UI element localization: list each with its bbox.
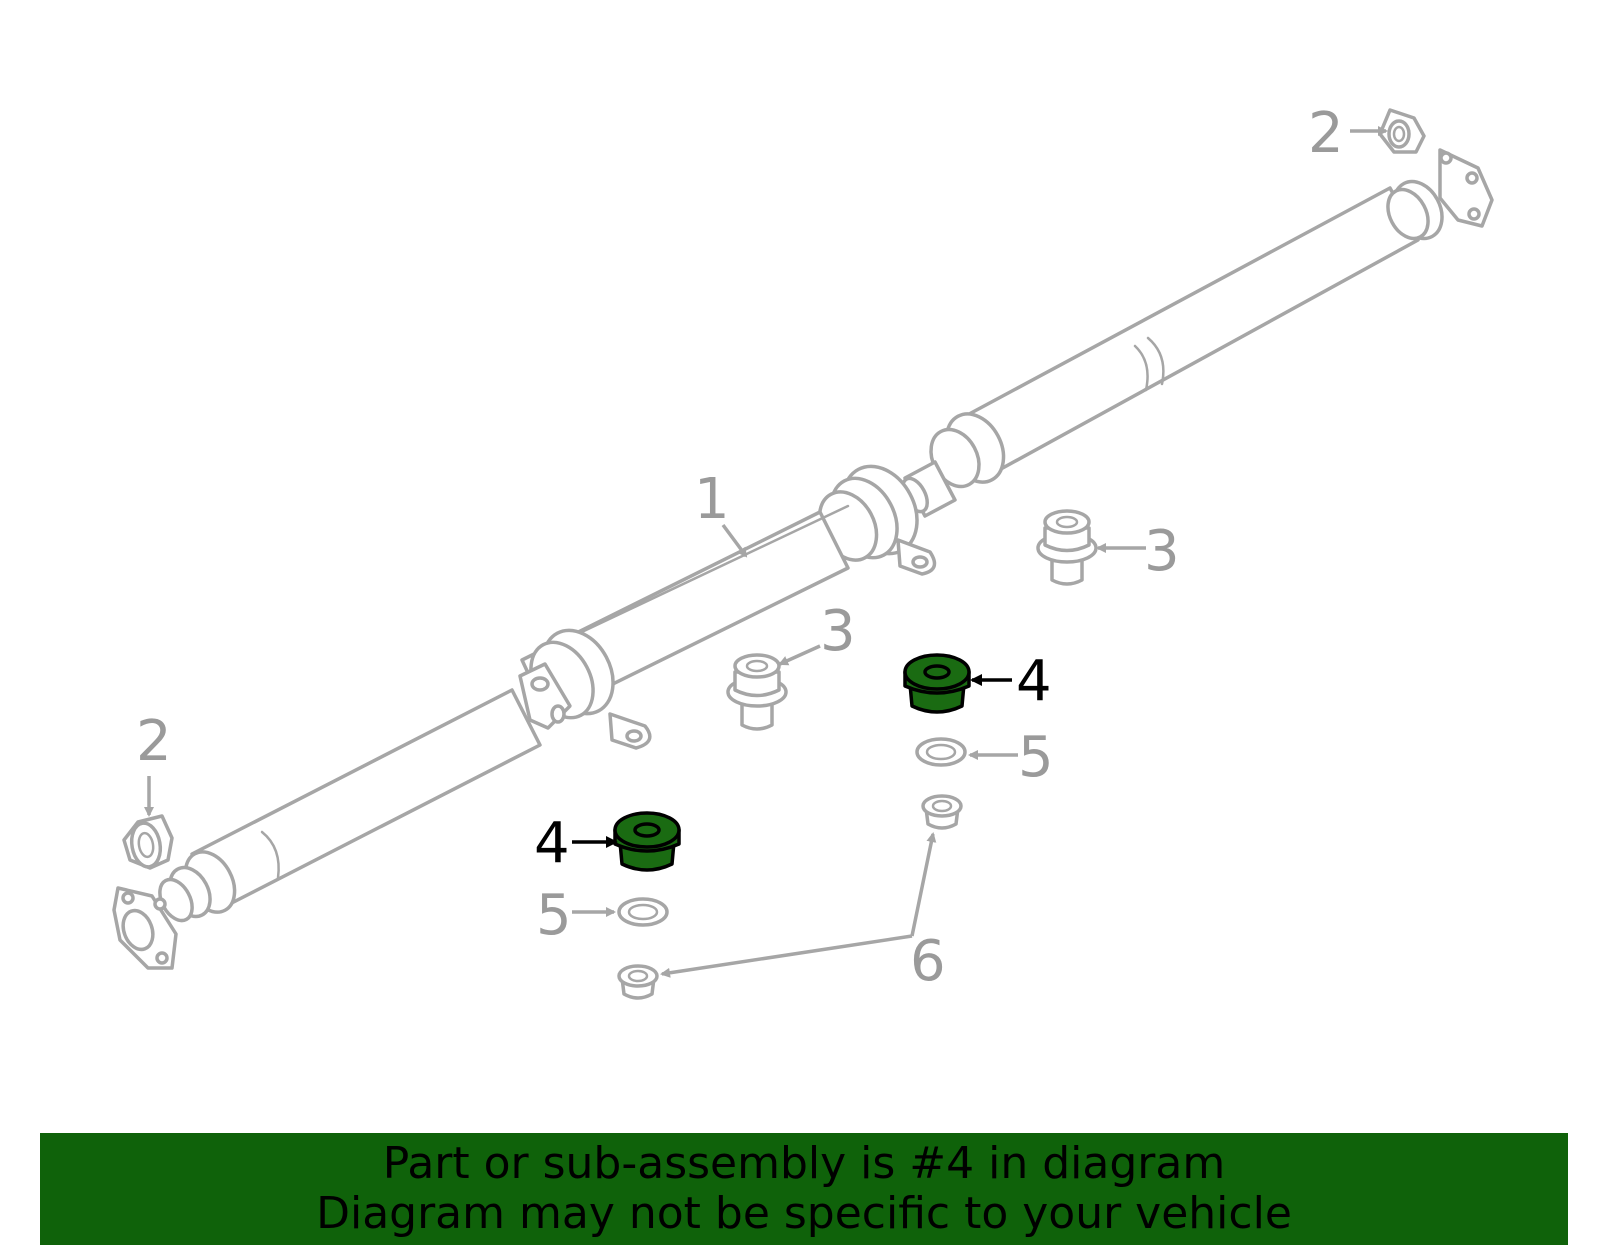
washer-part-5-left	[617, 897, 669, 927]
callout-4-right: 4	[1016, 649, 1052, 714]
bolt-part-3-lower	[726, 653, 788, 731]
callout-3-upper: 3	[1144, 519, 1180, 584]
drive-shaft	[112, 148, 1494, 970]
front-flange	[112, 850, 237, 970]
nut-part-2-right	[1378, 108, 1426, 154]
nut-part-6-right	[921, 794, 963, 830]
info-banner: Part or sub-assembly is #4 in diagram Di…	[40, 1133, 1568, 1245]
callout-5-right: 5	[1018, 725, 1054, 790]
callout-2-right: 2	[1308, 101, 1344, 166]
bolt-part-3-upper	[1036, 509, 1098, 586]
front-joint	[518, 628, 652, 750]
callout-5-left: 5	[536, 883, 572, 948]
leader-arrows	[144, 126, 1388, 978]
callout-6: 6	[910, 929, 946, 994]
callout-1: 1	[694, 467, 730, 532]
nut-part-6-left	[617, 964, 659, 1000]
callout-4-left: 4	[534, 811, 570, 876]
washer-part-5-right	[915, 737, 967, 767]
bushing-part-4-left	[613, 811, 681, 872]
callout-3-lower: 3	[820, 599, 856, 664]
banner-line-1: Part or sub-assembly is #4 in diagram	[382, 1138, 1226, 1189]
rear-flange	[1386, 148, 1494, 241]
callout-2-left: 2	[136, 709, 172, 774]
bushing-part-4-right	[903, 653, 971, 714]
nut-part-2-left	[122, 814, 174, 870]
banner-line-2: Diagram may not be specific to your vehi…	[316, 1188, 1292, 1239]
